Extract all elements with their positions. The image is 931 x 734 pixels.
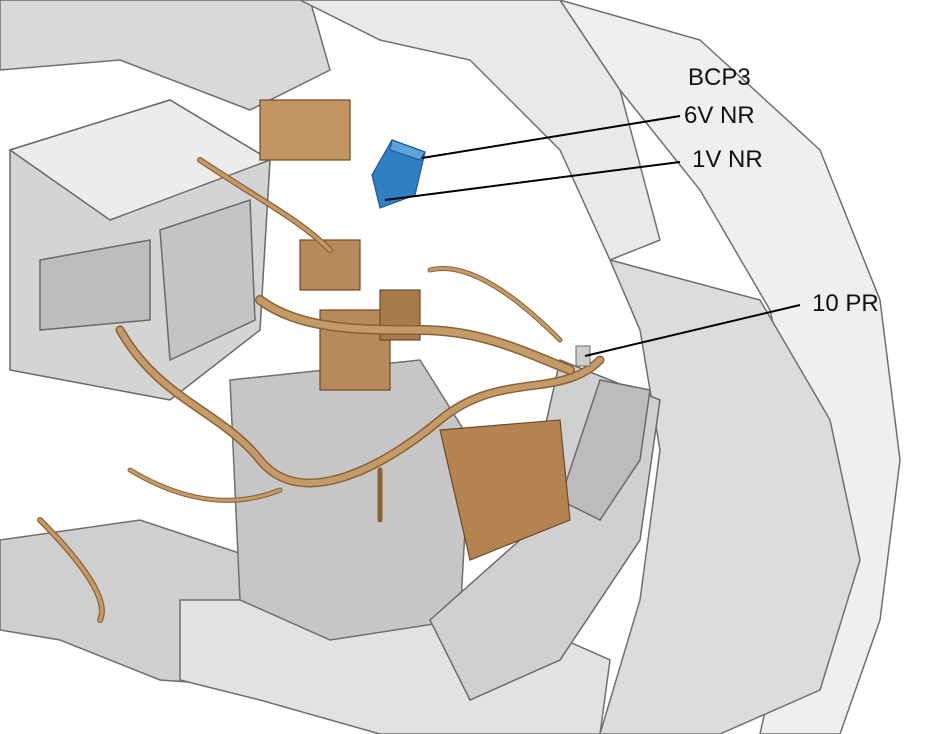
leader-1v [384, 161, 681, 201]
fuse-box-housing [8, 99, 272, 401]
callout-6v-nr: 6V NR [684, 102, 755, 129]
callout-10-pr: 10 PR [812, 290, 879, 317]
leader-6v [421, 115, 681, 159]
wiring-harness [37, 157, 605, 623]
leader-10pr [584, 304, 801, 357]
callout-bcp3: BCP3 [688, 64, 751, 91]
leader-lines [384, 115, 801, 357]
callout-1v-nr: 1V NR [692, 146, 763, 173]
relay-blocks [259, 99, 571, 561]
ten-pr-connector [575, 345, 591, 367]
bcp3-connector [371, 139, 426, 209]
